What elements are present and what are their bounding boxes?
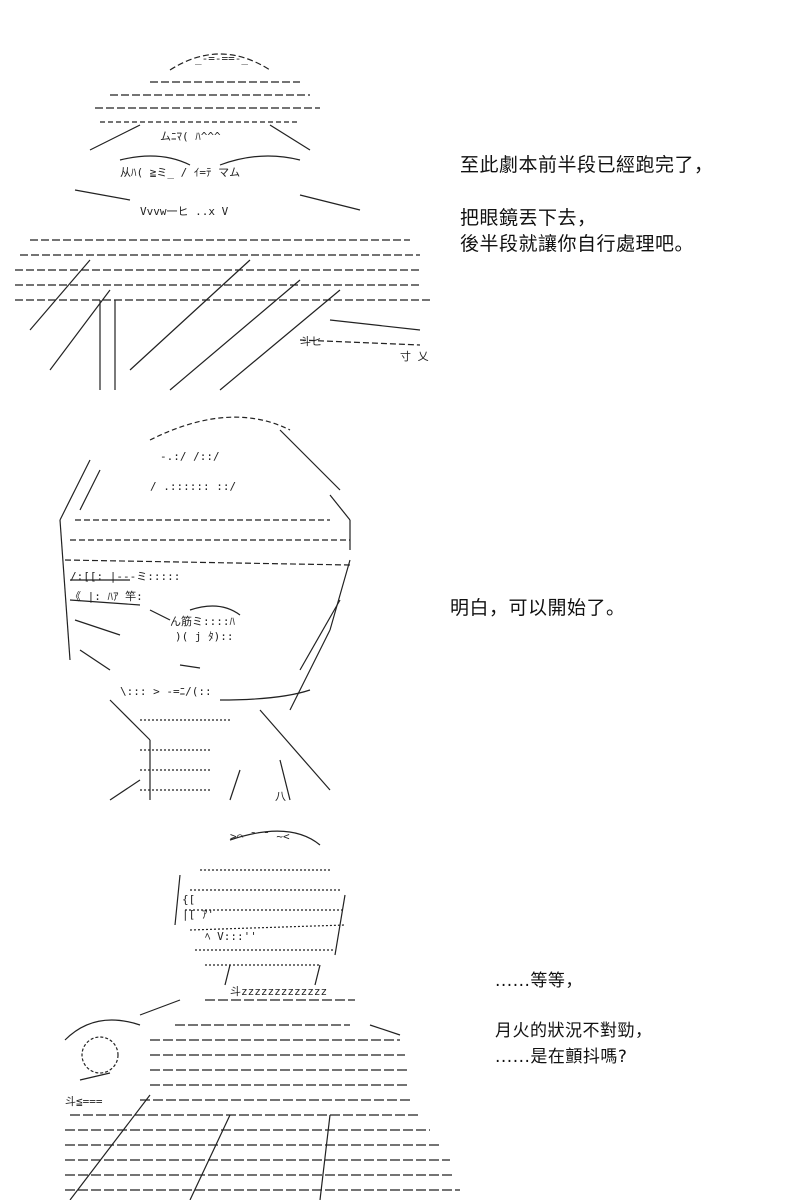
dialogue-line: 後半段就讓你自行處理吧。 (460, 233, 695, 255)
svg-text:《 |: ﾊｱ 竿:: 《 |: ﾊｱ 竿: (70, 589, 143, 603)
comic-panel-3: >⌒ ¯¯¯ ~< {[ |[ ｱ' ﾍ V:::'' 斗zzzzzzzzzzz… (0, 815, 800, 1200)
dialogue-line: ......等等， (495, 971, 583, 991)
svg-text:)( j ﾀ)::: )( j ﾀ):: (175, 630, 233, 643)
svg-text:{[: {[ (182, 893, 195, 906)
ascii-art-figure-from-behind: >⌒ ¯¯¯ ~< {[ |[ ｱ' ﾍ V:::'' 斗zzzzzzzzzzz… (64, 830, 460, 1200)
dialogue-line: 明白，可以開始了。 (450, 597, 626, 619)
svg-text:ん筋ミ::::ﾊ: ん筋ミ::::ﾊ (170, 614, 235, 628)
svg-text:Vvvw一ヒ ..x V: Vvvw一ヒ ..x V (140, 205, 229, 218)
svg-text:从ﾊ( ≧ミ_ / ｲ=ﾃ マム: 从ﾊ( ≧ミ_ / ｲ=ﾃ マム (120, 166, 240, 179)
ascii-art-figure-with-cap: _-=-==-_ ムﾆﾏ( ﾊ^^^ 从ﾊ( ≧ミ_ / ｲ=ﾃ マム Vvvw… (15, 52, 430, 391)
svg-text:/:[[: |---ミ:::::: /:[[: |---ミ::::: (70, 570, 180, 583)
svg-text:_-=-==-_: _-=-==-_ (195, 52, 248, 65)
comic-panel-1: _-=-==-_ ムﾆﾏ( ﾊ^^^ 从ﾊ( ≧ミ_ / ｲ=ﾃ マム Vvvw… (0, 0, 800, 400)
svg-text:>⌒ ¯¯¯ ~<: >⌒ ¯¯¯ ~< (230, 830, 290, 843)
svg-text:ムﾆﾏ( ﾊ^^^: ムﾆﾏ( ﾊ^^^ (160, 130, 221, 143)
dialogue-line: 月火的狀況不對勁， (495, 1021, 653, 1041)
ascii-art-figure-in-hat: -.:/ /::/ / .:::::: ::/ /:[[: |---ミ:::::… (59, 416, 351, 803)
svg-text:斗ヒ: 斗ヒ (300, 335, 322, 348)
svg-text:斗zzzzzzzzzzzzz: 斗zzzzzzzzzzzzz (230, 985, 327, 998)
dialogue-line: 至此劇本前半段已經跑完了， (460, 154, 714, 176)
svg-text:斗≦===: 斗≦=== (65, 1095, 103, 1108)
svg-text:ﾍ V:::'': ﾍ V:::'' (205, 930, 257, 943)
svg-text:寸 乂: 寸 乂 (400, 349, 429, 363)
svg-text:-.:/ /::/: -.:/ /::/ (160, 450, 220, 463)
dialogue-line: ......是在顫抖嗎? (495, 1047, 628, 1067)
dialogue-line: 把眼鏡丟下去， (460, 207, 597, 229)
comic-panel-2: -.:/ /::/ / .:::::: ::/ /:[[: |---ミ:::::… (0, 400, 800, 815)
svg-text:\::: > -=ﾆ/(::: \::: > -=ﾆ/(:: (120, 685, 212, 698)
svg-text:/ .:::::: ::/: / .:::::: ::/ (150, 480, 236, 493)
svg-text:|[ ｱ': |[ ｱ' (182, 908, 214, 921)
svg-text:八: 八 (275, 790, 286, 803)
